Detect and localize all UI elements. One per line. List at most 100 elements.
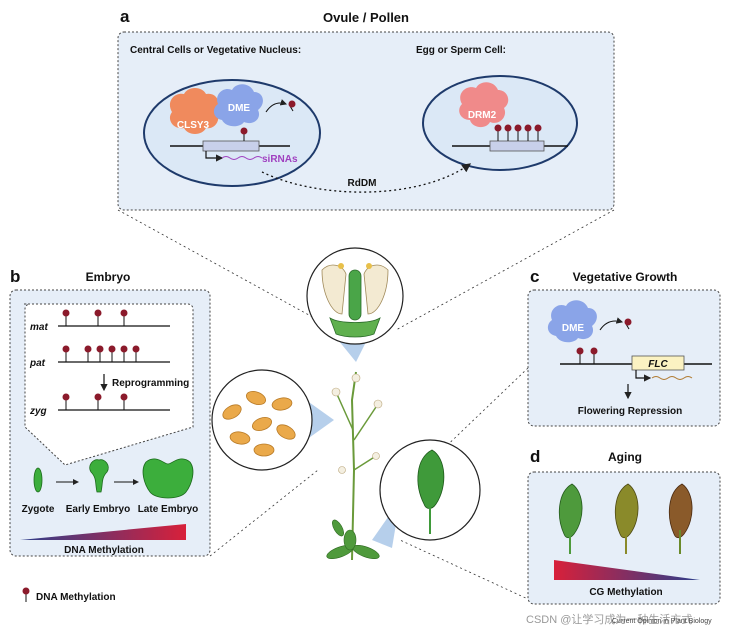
watermark-site: CSDN @让学习成为一种生活方式	[526, 612, 692, 626]
methylation-mark-right	[514, 124, 522, 132]
methylation-mark-right	[534, 124, 542, 132]
panel-c-letter: c	[530, 267, 539, 286]
rddm-arrow	[261, 163, 472, 193]
methylation-mark-zyg	[62, 393, 70, 401]
cg-methylation-gradient-label: CG Methylation	[589, 587, 662, 598]
seeds-icon	[222, 391, 296, 457]
dme-protein-a	[213, 84, 263, 127]
panel-a: a Ovule / Pollen Central Cells or Vegeta…	[117, 7, 615, 211]
leaf-icon	[417, 449, 445, 534]
rosette-leaves	[326, 519, 380, 560]
panel-c: c Vegetative Growth DME FLC Flowering Re…	[527, 267, 721, 427]
dna-methylation-gradient	[20, 524, 186, 540]
panel-b-letter: b	[10, 267, 20, 286]
dna-methylation-gradient-label: DNA Methylation	[64, 545, 144, 556]
methylation-mark-zyg	[120, 393, 128, 401]
sirnas-label: siRNAs	[262, 154, 298, 165]
reprogramming-label: Reprogramming	[112, 378, 189, 389]
methylation-mark-mat	[94, 309, 102, 317]
rddm-label: RdDM	[348, 178, 377, 189]
released-methyl-a	[288, 100, 296, 108]
legend: DNA Methylation	[22, 587, 116, 603]
methylation-mark-pat	[120, 345, 128, 353]
plant-stem	[350, 371, 357, 561]
flowering-repression-label: Flowering Repression	[578, 406, 682, 417]
connector-c	[389, 367, 529, 501]
panel-d-title: Aging	[608, 450, 642, 464]
aging-leaf-green	[558, 483, 583, 554]
panel-a-title: Ovule / Pollen	[323, 10, 409, 25]
panel-d-letter: d	[530, 447, 540, 466]
methylation-mark-pat	[62, 345, 70, 353]
methylation-marks-embryo	[62, 309, 140, 410]
connector-d	[399, 539, 531, 601]
stage-late-embryo: Late Embryo	[138, 504, 199, 515]
dme-label-a: DME	[228, 103, 251, 114]
drm2-protein	[459, 82, 509, 128]
panel-c-title: Vegetative Growth	[573, 270, 678, 284]
methylation-mark-zyg	[94, 393, 102, 401]
plant-flowers	[331, 373, 383, 474]
clsy3-protein	[169, 88, 219, 134]
transcription-arrow-left	[205, 151, 224, 162]
plant-branch-right-2	[353, 455, 377, 471]
flower-icon	[321, 263, 389, 338]
panel-b-inset	[24, 303, 194, 466]
legend-methylation-icon	[22, 587, 30, 595]
methylation-marks-right	[494, 124, 542, 141]
dme-label-c: DME	[562, 323, 585, 334]
panel-b-title: Embryo	[86, 270, 131, 284]
late-embryo-shape	[142, 458, 194, 499]
panel-d: d Aging CG Methylation	[527, 447, 721, 605]
aging-leaf-yellowing	[614, 483, 639, 554]
drm2-label: DRM2	[468, 110, 497, 121]
gene-box-right	[489, 140, 545, 152]
methylation-mark-pat	[108, 345, 116, 353]
row-label-pat: pat	[29, 358, 46, 369]
legend-label: DNA Methylation	[36, 592, 116, 603]
panel-b: b Embryo mat pat zyg Reprogramming Zygot…	[9, 267, 211, 557]
methylation-mark-pat	[132, 345, 140, 353]
plant-branch-right	[353, 403, 379, 441]
connector-a-right	[395, 209, 615, 331]
central-cells-heading: Central Cells or Vegetative Nucleus:	[130, 45, 301, 56]
egg-cell-oval	[422, 75, 578, 171]
methylation-mark-left	[240, 127, 248, 135]
sirna-wave	[221, 156, 263, 160]
transcription-arrow-c	[635, 370, 652, 382]
row-label-mat: mat	[30, 322, 48, 333]
methylation-mark-right	[504, 124, 512, 132]
plant-illustration	[211, 247, 481, 561]
cg-methylation-gradient	[554, 560, 700, 580]
row-label-zyg: zyg	[29, 406, 47, 417]
connector-b	[209, 469, 319, 557]
early-embryo-shape	[89, 459, 109, 493]
connector-a-left	[117, 209, 319, 321]
clsy3-label: CLSY3	[177, 120, 210, 131]
watermark-source: Current Opinion in Plant Biology	[612, 618, 712, 625]
flc-transcript	[651, 376, 693, 380]
egg-sperm-heading: Egg or Sperm Cell:	[416, 45, 506, 56]
demethylation-arrow-c	[599, 317, 624, 331]
demethylation-arrow-a	[265, 99, 288, 113]
methylation-mark-mat	[120, 309, 128, 317]
methylation-mark-right	[494, 124, 502, 132]
released-methyl-c	[624, 318, 632, 326]
methylation-marks-c	[576, 347, 598, 364]
methylation-mark-right	[524, 124, 532, 132]
dme-protein-c	[547, 300, 597, 343]
seed-callout	[306, 400, 334, 440]
methylation-mark-mat	[62, 309, 70, 317]
panel-a-letter: a	[120, 7, 130, 26]
flc-label: FLC	[648, 359, 668, 370]
aging-leaf-senescent	[668, 483, 693, 554]
gene-box-left	[202, 140, 260, 152]
stage-early-embryo: Early Embryo	[66, 504, 130, 515]
zygote-shape	[33, 467, 43, 493]
methylation-mark-pat	[84, 345, 92, 353]
plant-branch-left	[335, 391, 354, 431]
stage-zygote: Zygote	[22, 504, 55, 515]
flc-gene-box	[631, 355, 685, 371]
